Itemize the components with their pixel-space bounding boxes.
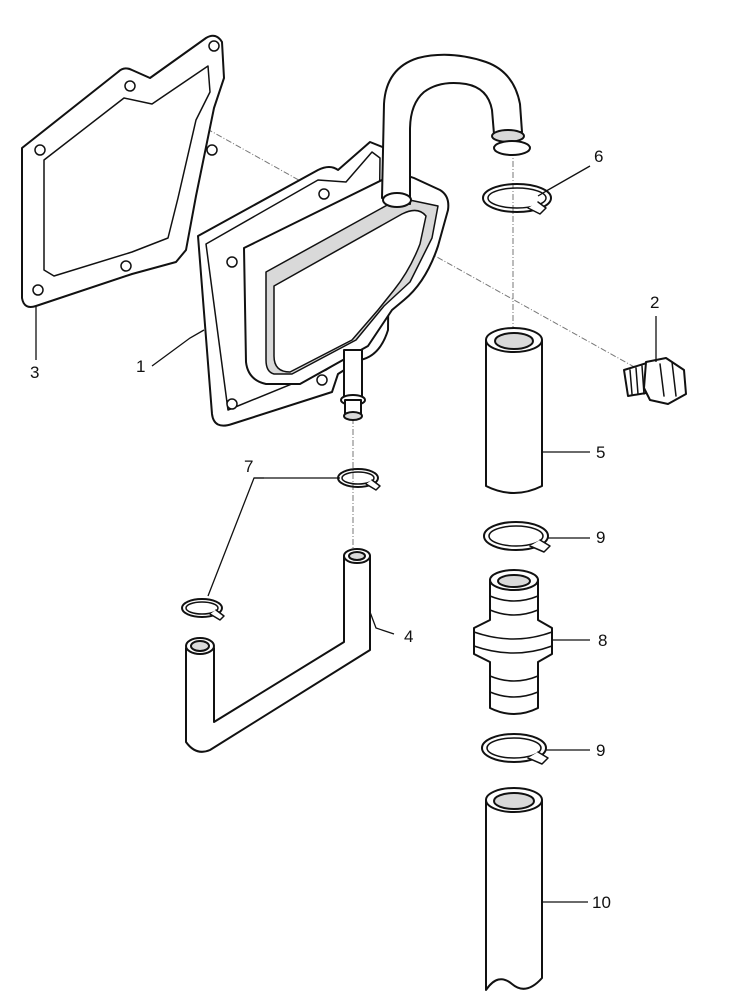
callout-1: 1 (136, 357, 145, 376)
callout-7: 7 (244, 457, 253, 476)
small-clamp-upper (337, 468, 381, 491)
callout-10: 10 (592, 893, 611, 912)
leader-lines (35, 165, 657, 903)
callout-6: 6 (594, 147, 603, 166)
callout-5: 5 (596, 443, 605, 462)
hose-connector (473, 569, 553, 715)
callouts: 1 2 3 4 5 6 7 8 9 9 10 (30, 147, 659, 912)
callout-3: 3 (30, 363, 39, 382)
hose-clamp-lower (481, 733, 549, 765)
hose-clamp-upper (483, 521, 551, 553)
breather-box (197, 53, 531, 427)
callout-8: 8 (598, 631, 607, 650)
short-hose (485, 327, 543, 494)
callout-2: 2 (650, 293, 659, 312)
u-shaped-hose (185, 548, 371, 753)
callout-9-lower: 9 (596, 741, 605, 760)
flange-bolt (623, 357, 687, 405)
hose-clamp-top (482, 183, 552, 215)
gasket (21, 34, 225, 308)
callout-4: 4 (404, 627, 413, 646)
small-clamp-lower (181, 598, 225, 621)
callout-9-upper: 9 (596, 528, 605, 547)
long-hose (485, 787, 543, 991)
